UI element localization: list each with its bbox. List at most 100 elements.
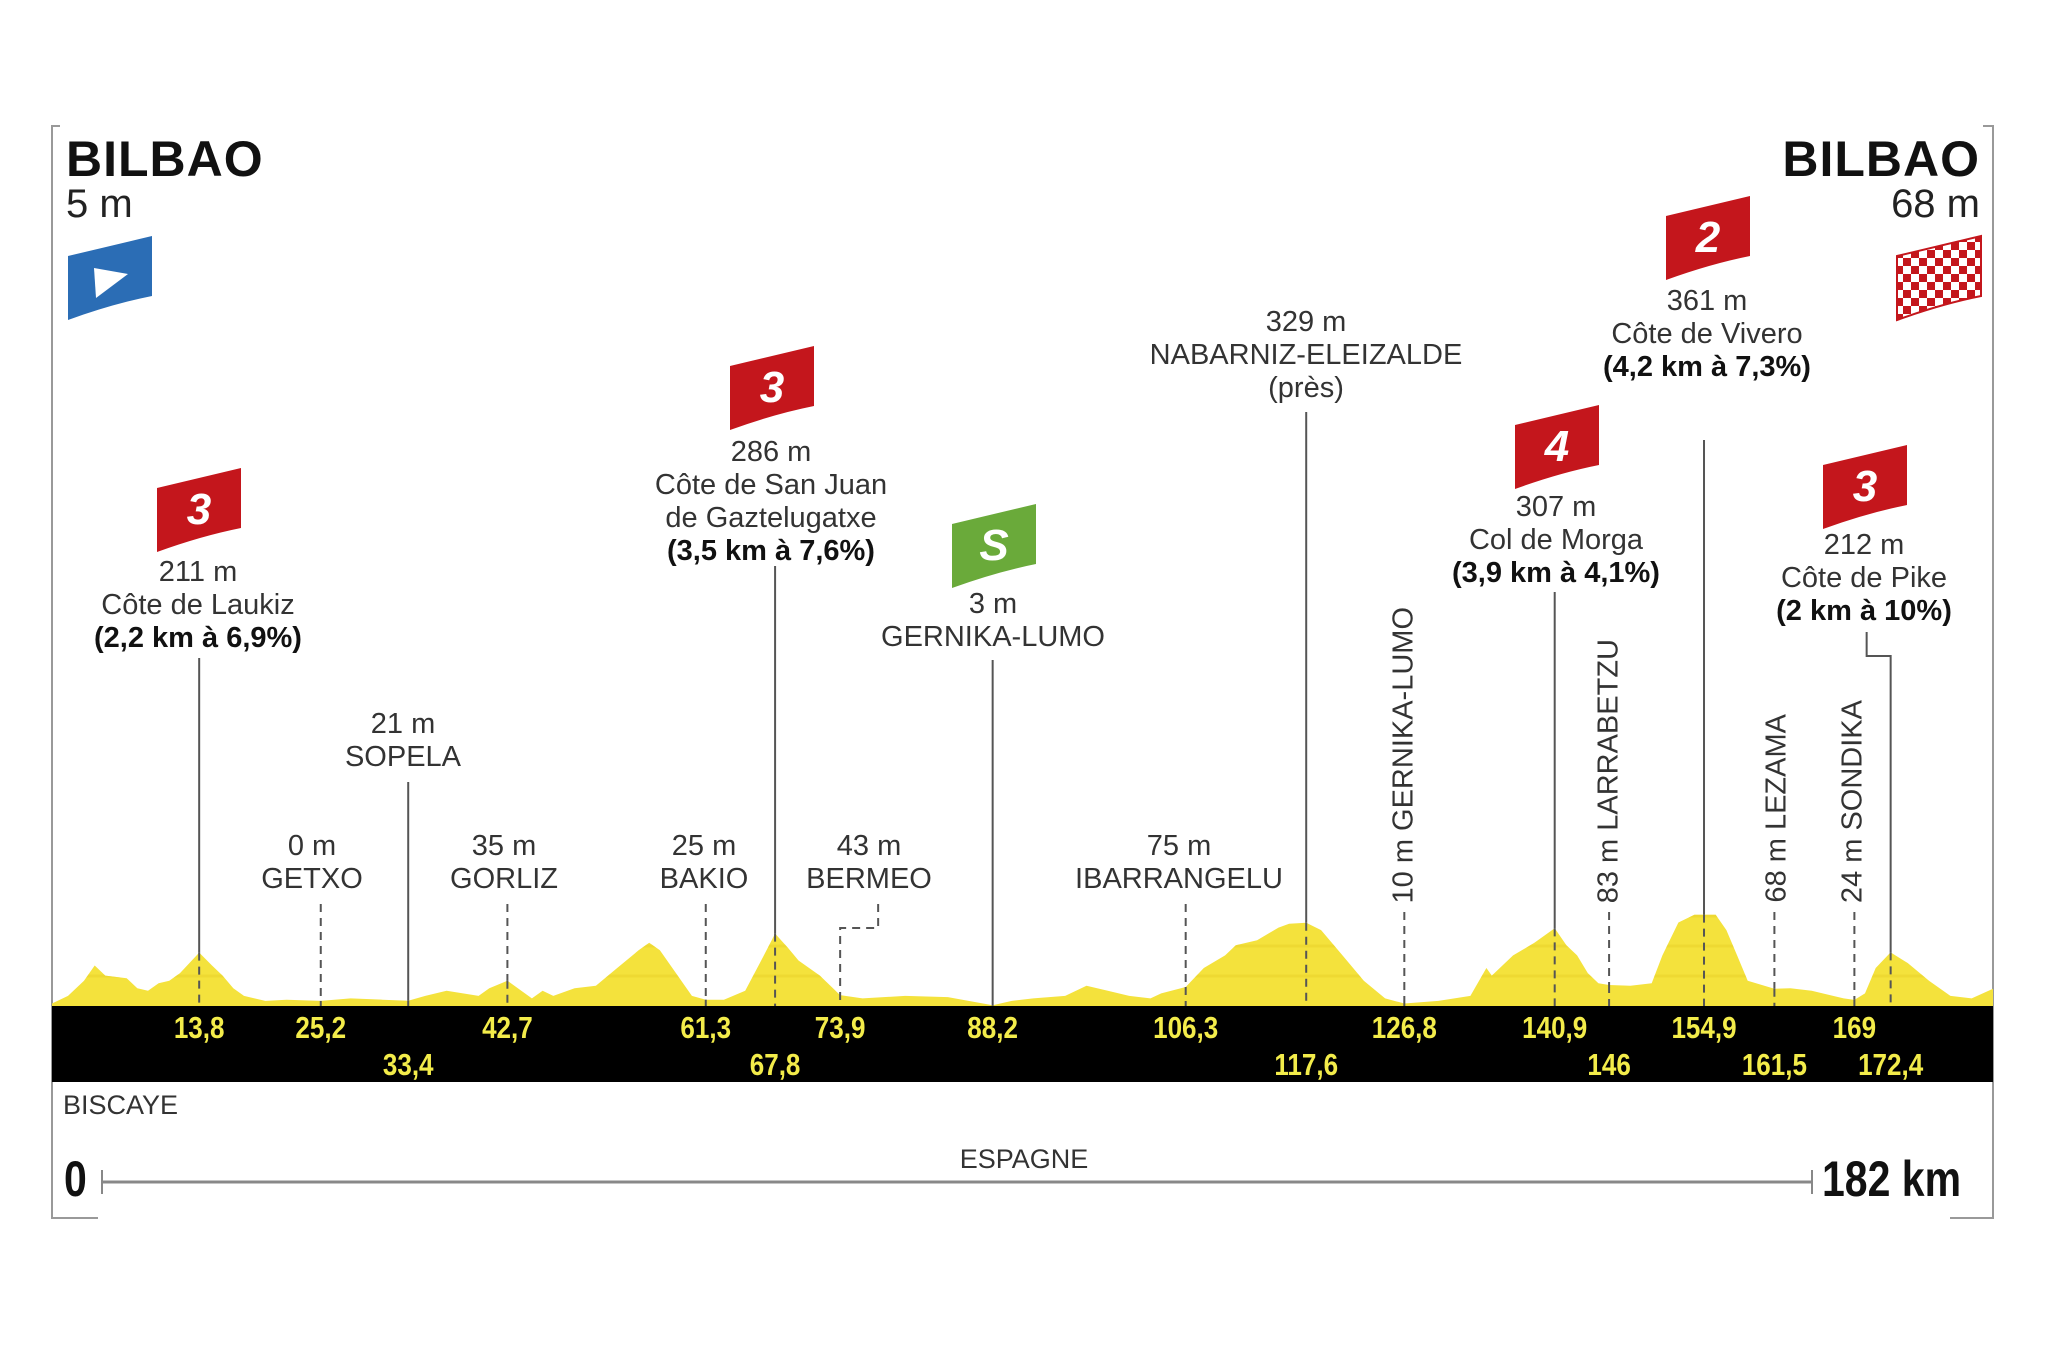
town-sondika-vertical: 24 m SONDIKA [1836,699,1869,903]
flag-shape [730,346,814,430]
climb-name: Côte de Vivero [1611,318,1803,350]
summit-label: 329 m NABARNIZ-ELEIZALDE (près) [1150,306,1463,405]
elevation-profile [52,914,1994,1006]
flag-shape [157,468,241,552]
town-name: GORLIZ [450,863,558,895]
flag-symbol: 2 [1695,213,1721,262]
flag-shape [952,504,1036,588]
climb-category-3-flag-icon: 3 [1823,445,1907,529]
climb-detail: (4,2 km à 7,3%) [1603,351,1811,383]
finish-checkered-flag-icon [1896,234,1982,322]
town-altitude: 21 m [370,708,436,740]
climb-category-2-flag-icon: 2 [1666,196,1750,280]
frame-left [51,125,98,1219]
sprint-altitude: 3 m [968,588,1018,620]
climb-pike-label: 212 m Côte de Pike (2 km à 10%) [1776,529,1952,628]
flag-shape [1515,405,1599,489]
climb-detail: (3,5 km à 7,6%) [667,535,875,567]
km-mark-label: 42,7 [482,1011,533,1046]
climb-category-3-flag-icon: 3 [157,468,241,552]
climb-name-line2: de Gaztelugatxe [665,502,877,534]
scale-start: 0 [64,1151,87,1207]
km-mark-label: 25,2 [295,1011,346,1046]
town-altitude: 25 m [671,830,737,862]
summit-altitude: 329 m [1265,306,1347,338]
km-mark-label: 154,9 [1671,1011,1736,1046]
km-band [52,1006,1993,1082]
climb-pike-line [1865,632,1892,953]
km-mark-label: 61,3 [680,1011,731,1046]
town-altitude: 75 m [1146,830,1212,862]
frame-right [1950,125,1994,1219]
km-mark-label: 169 [1833,1011,1876,1046]
km-mark-label: 13,8 [174,1011,225,1046]
town-name: GETXO [261,863,363,895]
summit-name: NABARNIZ-ELEIZALDE [1149,339,1463,371]
km-mark-label: 126,8 [1372,1011,1437,1046]
finish-altitude: 68 m [1891,182,1980,226]
climb-name: Côte de Laukiz [101,589,295,621]
region-label: BISCAYE [63,1090,179,1120]
km-mark-label: 88,2 [967,1011,1018,1046]
start-flag-icon [68,236,152,320]
town-altitude: 0 m [287,830,337,862]
climb-detail: (2,2 km à 6,9%) [94,622,302,654]
town-name: SOPELA [344,741,462,773]
km-mark-label: 117,6 [1274,1048,1338,1083]
km-mark-label: 146 [1587,1048,1630,1083]
climb-name: Côte de San Juan [654,469,888,501]
climb-altitude: 286 m [730,436,812,468]
km-mark-label: 73,9 [815,1011,866,1046]
climb-category-3-flag-icon: 3 [730,346,814,430]
climb-san-juan-label: 286 m Côte de San Juan de Gaztelugatxe (… [655,436,887,568]
sprint-flag-icon: S [952,504,1036,588]
climb-category-4-flag-icon: 4 [1515,405,1599,489]
climb-laukiz-label: 211 m Côte de Laukiz (2,2 km à 6,9%) [94,556,302,655]
town-larrabetzu-vertical: 83 m LARRABETZU [1592,638,1625,903]
climb-detail: (3,9 km à 4,1%) [1452,557,1660,589]
start-city: BILBAO [66,131,264,187]
climb-name: Col de Morga [1468,524,1644,556]
scale-end: 182 km [1822,1151,1962,1207]
flag-shape [1666,196,1750,280]
sprint-name: GERNIKA-LUMO [881,621,1105,653]
km-mark-label: 161,5 [1742,1048,1807,1083]
climb-detail: (2 km à 10%) [1776,595,1952,627]
climb-vivero-label: 361 m Côte de Vivero (4,2 km à 7,3%) [1603,285,1811,384]
km-mark-label: 67,8 [750,1048,801,1083]
town-name: BERMEO [806,863,932,895]
town-name: BAKIO [659,863,749,895]
flag-symbol: 3 [1853,462,1877,511]
town-altitude: 35 m [471,830,537,862]
km-mark-label: 106,3 [1153,1011,1218,1046]
climb-name: Côte de Pike [1780,562,1948,594]
km-mark-label: 172,4 [1858,1048,1923,1083]
flag-symbol: 3 [760,363,784,412]
town-bermeo-line [839,904,880,1006]
climb-altitude: 307 m [1515,491,1597,523]
flag-symbol: 3 [187,485,211,534]
town-lezama-vertical: 68 m LEZAMA [1760,714,1793,903]
flag-shape [1823,445,1907,529]
town-gernika-lumo-vertical: 10 m GERNIKA-LUMO [1387,606,1420,904]
km-mark-label: 33,4 [383,1048,434,1083]
country-label: ESPAGNE [959,1144,1089,1174]
km-mark-label: 140,9 [1522,1011,1587,1046]
sprint-label: 3 m GERNIKA-LUMO [881,588,1105,654]
town-altitude: 43 m [836,830,902,862]
climb-morga-label: 307 m Col de Morga (3,9 km à 4,1%) [1452,491,1660,590]
climb-altitude: 212 m [1823,529,1905,561]
summit-note: (près) [1268,372,1344,404]
climb-altitude: 361 m [1666,285,1748,317]
flag-symbol: S [979,521,1008,570]
town-name: IBARRANGELU [1075,863,1283,895]
flag-symbol: 4 [1544,422,1569,471]
